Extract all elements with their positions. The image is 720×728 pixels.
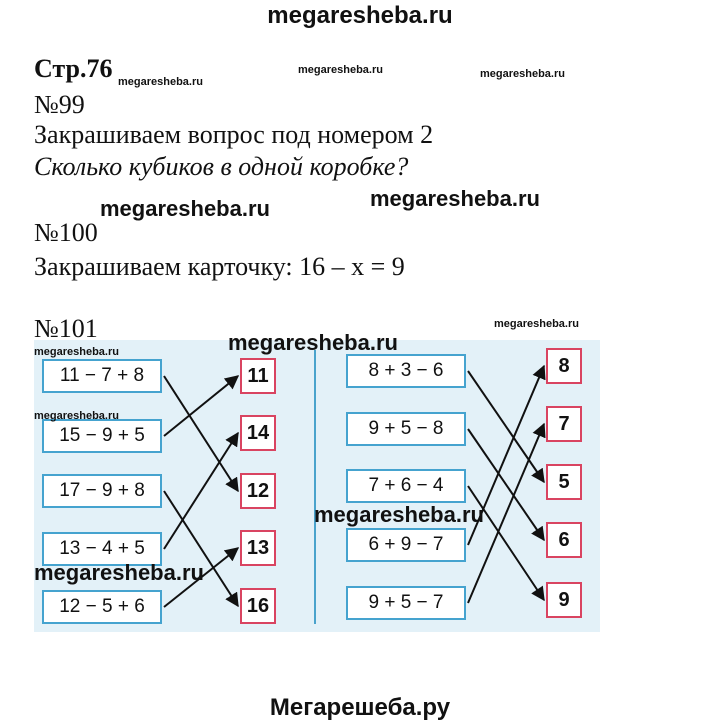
left-answer-card: 16 bbox=[240, 588, 276, 624]
right-expression-card: 8 + 3 − 6 bbox=[346, 354, 466, 388]
right-expression-card: 9 + 5 − 8 bbox=[346, 412, 466, 446]
left-expression-card: 13 − 4 + 5 bbox=[42, 532, 162, 566]
watermark: megaresheba.ru bbox=[480, 68, 565, 80]
matching-arrow bbox=[467, 422, 546, 604]
left-answer-card: 12 bbox=[240, 473, 276, 509]
task-99-number: №99 bbox=[34, 90, 85, 119]
matching-arrow bbox=[163, 431, 239, 550]
watermark: megaresheba.ru bbox=[494, 318, 579, 330]
watermark: megaresheba.ru bbox=[298, 64, 383, 76]
task-100-answer: Закрашиваем карточку: 16 – x = 9 bbox=[34, 252, 405, 281]
task-99-answer: Закрашиваем вопрос под номером 2 bbox=[34, 120, 434, 149]
left-expression-card: 12 − 5 + 6 bbox=[42, 590, 162, 624]
right-expression-card: 9 + 5 − 7 bbox=[346, 586, 466, 620]
matching-arrow bbox=[163, 490, 239, 608]
site-header[interactable]: megaresheba.ru bbox=[267, 2, 453, 29]
page-reference: Стр.76 bbox=[34, 54, 113, 83]
column-divider bbox=[314, 350, 316, 624]
task-99-question: Сколько кубиков в одной коробке? bbox=[34, 152, 409, 181]
right-expression-card: 7 + 6 − 4 bbox=[346, 469, 466, 503]
watermark: megaresheba.ru bbox=[100, 196, 270, 221]
left-answer-card: 11 bbox=[240, 358, 276, 394]
right-answer-card: 7 bbox=[546, 406, 582, 442]
task-100-number: №100 bbox=[34, 218, 98, 247]
right-answer-card: 6 bbox=[546, 522, 582, 558]
right-answer-card: 8 bbox=[546, 348, 582, 384]
left-expression-card: 11 − 7 + 8 bbox=[42, 359, 162, 393]
right-answer-card: 5 bbox=[546, 464, 582, 500]
watermark: megaresheba.ru bbox=[370, 186, 540, 211]
right-answer-card: 9 bbox=[546, 582, 582, 618]
matching-arrow bbox=[163, 375, 240, 437]
matching-arrow bbox=[467, 428, 545, 542]
matching-arrow bbox=[163, 547, 240, 608]
watermark: megaresheba.ru bbox=[34, 346, 119, 358]
matching-arrow bbox=[467, 485, 545, 602]
matching-arrow bbox=[163, 375, 239, 493]
left-expression-card: 17 − 9 + 8 bbox=[42, 474, 162, 508]
watermark: megaresheba.ru bbox=[118, 76, 203, 88]
watermark: megaresheba.ru bbox=[314, 502, 484, 527]
task-101-number: №101 bbox=[34, 314, 98, 343]
right-expression-card: 6 + 9 − 7 bbox=[346, 528, 466, 562]
site-footer[interactable]: Мегарешеба.ру bbox=[269, 694, 451, 721]
matching-arrow bbox=[467, 370, 545, 484]
left-answer-card: 14 bbox=[240, 415, 276, 451]
watermark: megaresheba.ru bbox=[34, 410, 119, 422]
left-answer-card: 13 bbox=[240, 530, 276, 566]
watermark: megaresheba.ru bbox=[228, 330, 398, 355]
matching-arrow bbox=[467, 364, 546, 546]
watermark: megaresheba.ru bbox=[34, 560, 204, 585]
left-expression-card: 15 − 9 + 5 bbox=[42, 419, 162, 453]
